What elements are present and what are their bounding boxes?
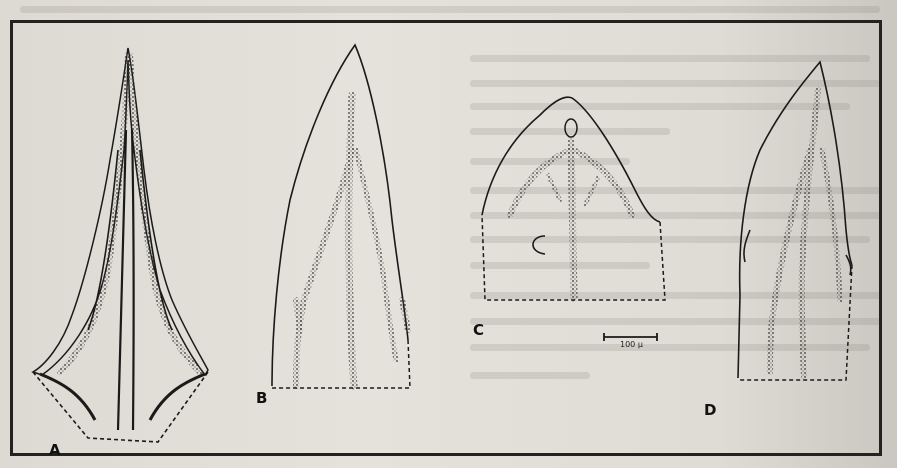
panel-b-drawing xyxy=(272,45,410,388)
panel-d-drawing xyxy=(738,62,852,380)
scale-bar-label: 100 μ xyxy=(620,340,643,349)
panel-label-c: C xyxy=(473,321,484,339)
panel-label-b: B xyxy=(256,389,267,407)
panel-a-drawing xyxy=(33,48,208,442)
panel-label-d: D xyxy=(704,401,716,419)
panel-c-drawing xyxy=(482,97,665,341)
panel-d-vein xyxy=(802,90,818,376)
panel-label-a: A xyxy=(49,441,61,459)
panel-c-vein xyxy=(571,140,574,298)
panel-b-vein xyxy=(349,95,354,386)
panel-b-outline xyxy=(272,45,408,386)
